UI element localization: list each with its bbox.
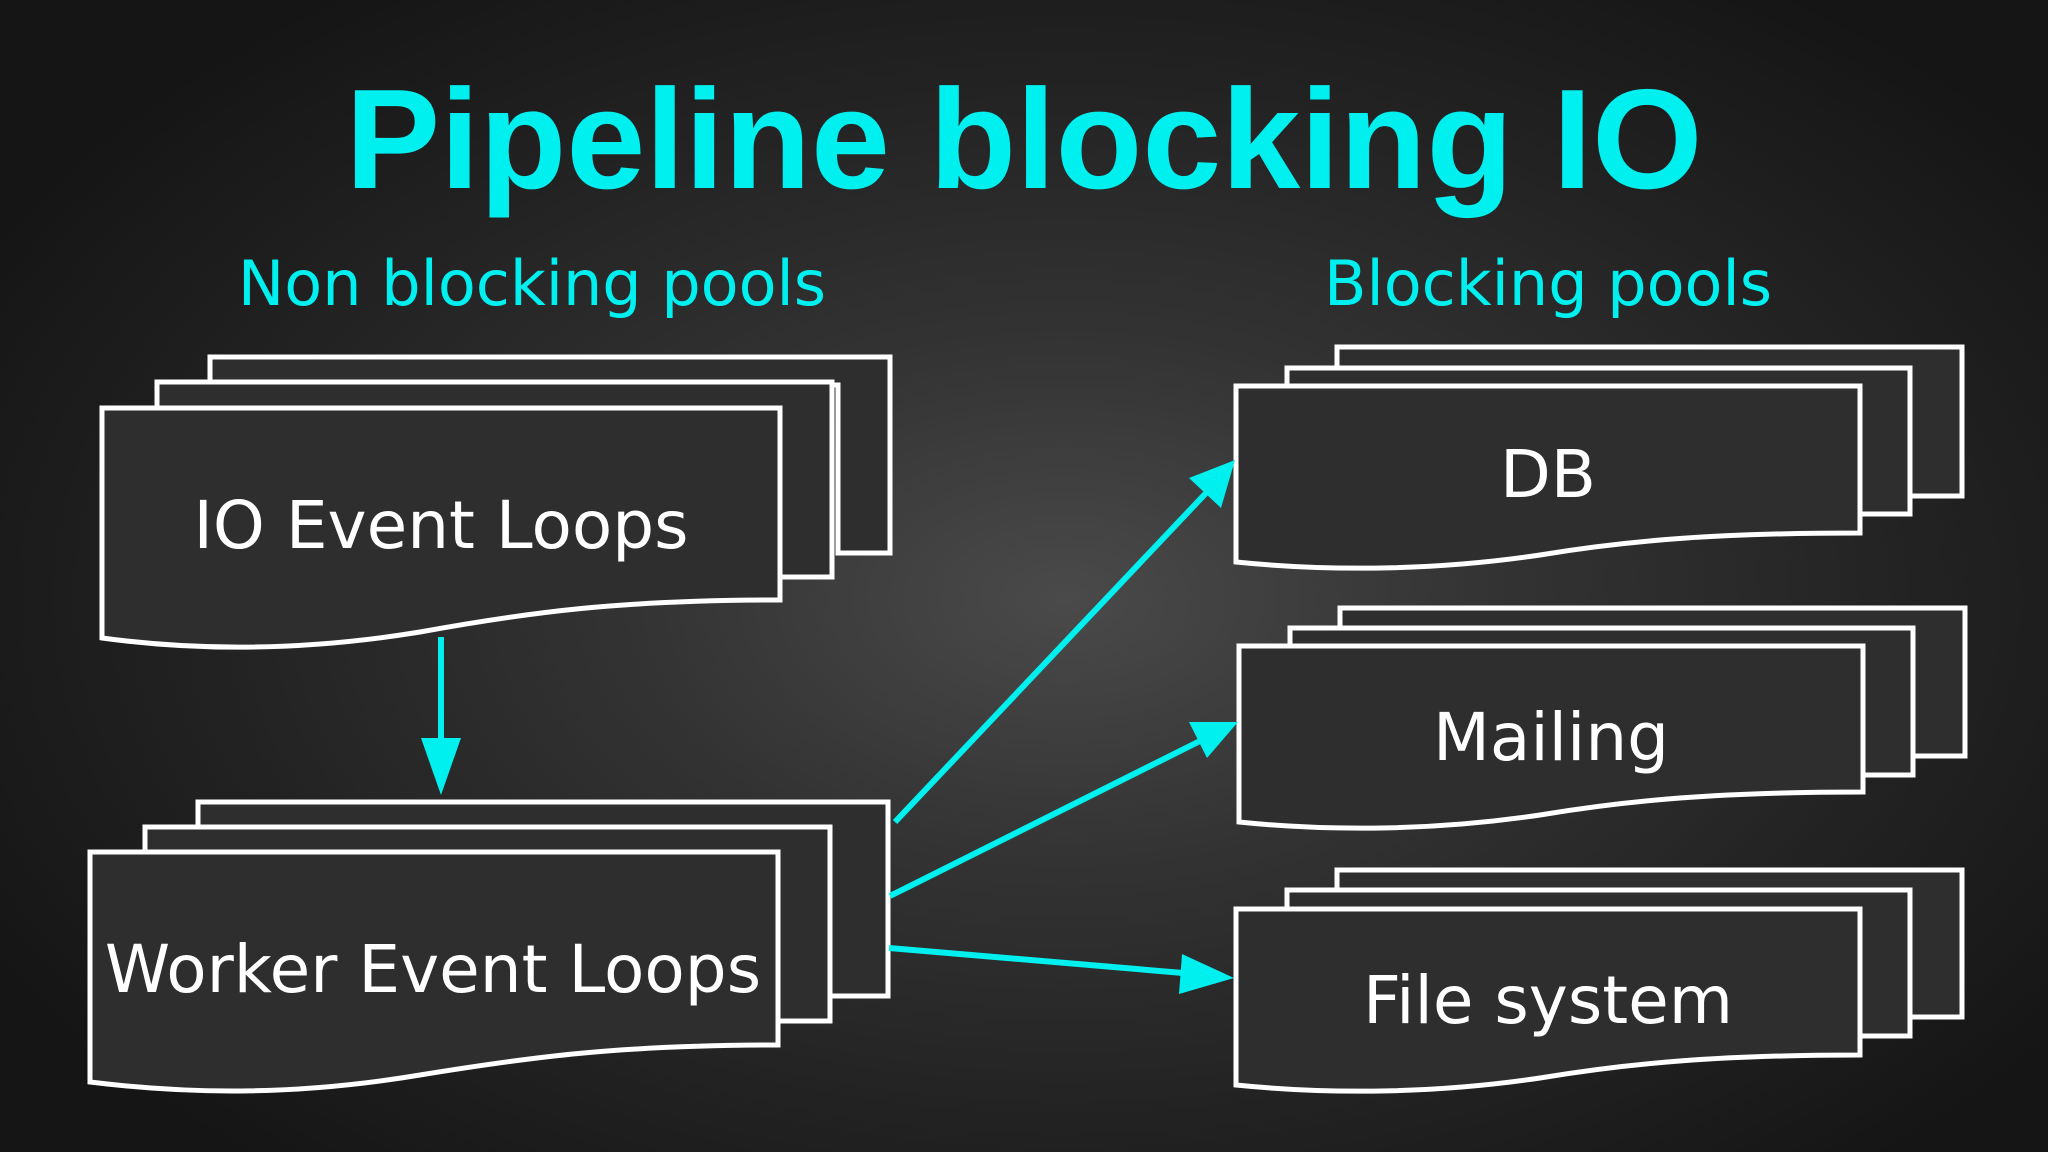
stack-front-layer — [1233, 383, 1863, 571]
node-label: File system — [1363, 962, 1733, 1039]
arrow-worker-to-mailing — [888, 722, 1238, 899]
page-title: Pipeline blocking IO — [345, 60, 1702, 219]
arrow-head — [1189, 460, 1235, 508]
arrow-head — [1179, 954, 1234, 994]
arrow-head — [421, 738, 461, 795]
node-label: IO Event Loops — [193, 487, 688, 564]
node-label: Mailing — [1433, 699, 1669, 776]
stack-front-layer — [87, 849, 781, 1094]
stack-front-layer — [99, 405, 783, 650]
stack-front-layer — [1233, 906, 1863, 1094]
blocking-pools-label: Blocking pools — [1324, 247, 1772, 320]
arrow-worker-to-db — [892, 460, 1235, 825]
stack-front-layer — [1236, 643, 1866, 831]
node-label: DB — [1500, 436, 1596, 513]
stack-db: DB — [1233, 344, 1965, 571]
stack-worker-event-loops: Worker Event Loops — [87, 799, 891, 1094]
non-blocking-pools-label: Non blocking pools — [238, 247, 826, 320]
arrow-head — [1189, 722, 1238, 758]
node-label: Worker Event Loops — [105, 931, 761, 1008]
stack-mailing: Mailing — [1236, 605, 1968, 831]
stack-io-event-loops: IO Event Loops — [99, 354, 893, 650]
arrow-io-to-worker — [421, 637, 461, 795]
stack-file-system: File system — [1233, 867, 1965, 1094]
arrow-worker-to-file-system — [888, 945, 1234, 994]
